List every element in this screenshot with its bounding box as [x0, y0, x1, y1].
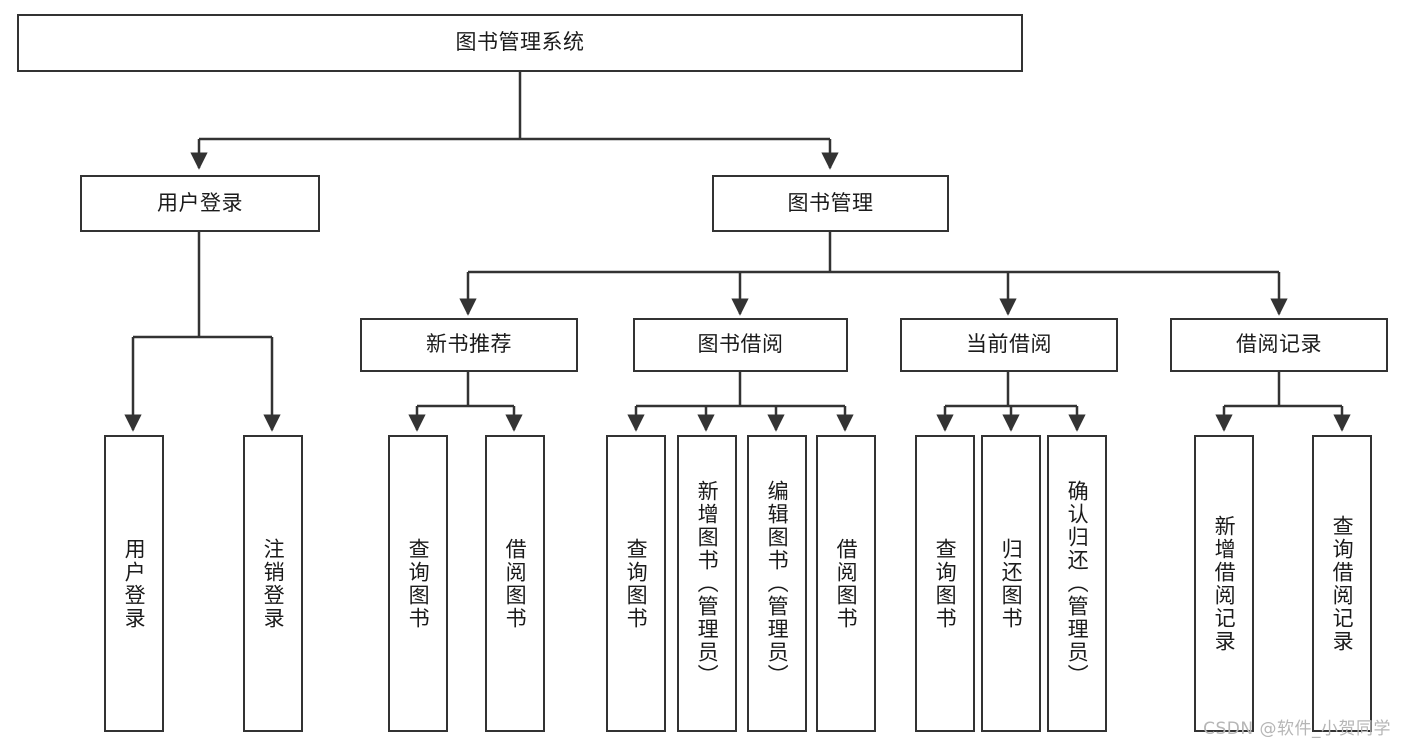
node-label: 新书推荐 [426, 332, 512, 357]
leaf-borrow-record-query[interactable]: 查询借阅记录 [1312, 435, 1372, 732]
node-label: 当前借阅 [966, 332, 1052, 357]
leaf-book-borrow-edit[interactable]: 编辑图书（管理员） [747, 435, 807, 732]
csdn-watermark: CSDN @软件_小贺同学 [1203, 719, 1391, 739]
node-label: 编辑图书（管理员） [765, 480, 790, 687]
node-label: 用户登录 [122, 537, 147, 630]
node-label: 查询图书 [624, 537, 649, 630]
node-label: 借阅图书 [503, 537, 528, 630]
node-new-book-recommend[interactable]: 新书推荐 [360, 318, 578, 372]
leaf-book-borrow-query[interactable]: 查询图书 [606, 435, 666, 732]
node-label: 归还图书 [999, 537, 1024, 630]
node-book-management[interactable]: 图书管理 [712, 175, 949, 232]
leaf-book-borrow-borrow[interactable]: 借阅图书 [816, 435, 876, 732]
node-label: 图书管理 [787, 190, 874, 215]
leaf-current-borrow-query[interactable]: 查询图书 [915, 435, 975, 732]
node-label: 查询图书 [933, 537, 958, 630]
leaf-new-book-borrow[interactable]: 借阅图书 [485, 435, 545, 732]
node-label: 图书管理系统 [455, 30, 585, 55]
node-root-system[interactable]: 图书管理系统 [17, 14, 1023, 72]
node-label: 新增图书（管理员） [695, 480, 720, 687]
leaf-new-book-query[interactable]: 查询图书 [388, 435, 448, 732]
node-label: 图书借阅 [697, 332, 784, 357]
node-current-borrow[interactable]: 当前借阅 [900, 318, 1118, 372]
leaf-book-borrow-add[interactable]: 新增图书（管理员） [677, 435, 737, 732]
node-label: 借阅图书 [834, 537, 859, 630]
node-borrow-record[interactable]: 借阅记录 [1170, 318, 1388, 372]
node-label: 查询图书 [406, 537, 431, 630]
node-label: 查询借阅记录 [1330, 514, 1355, 653]
node-user-login[interactable]: 用户登录 [80, 175, 320, 232]
leaf-current-borrow-confirm-return[interactable]: 确认归还（管理员） [1047, 435, 1107, 732]
leaf-user-login-login[interactable]: 用户登录 [104, 435, 164, 732]
node-book-borrow[interactable]: 图书借阅 [633, 318, 848, 372]
node-label: 注销登录 [261, 537, 286, 630]
node-label: 用户登录 [157, 190, 243, 215]
node-label: 确认归还（管理员） [1065, 480, 1090, 687]
leaf-current-borrow-return[interactable]: 归还图书 [981, 435, 1041, 732]
leaf-borrow-record-add[interactable]: 新增借阅记录 [1194, 435, 1254, 732]
node-label: 新增借阅记录 [1212, 514, 1237, 653]
leaf-user-login-logout[interactable]: 注销登录 [243, 435, 303, 732]
node-label: 借阅记录 [1236, 332, 1322, 357]
